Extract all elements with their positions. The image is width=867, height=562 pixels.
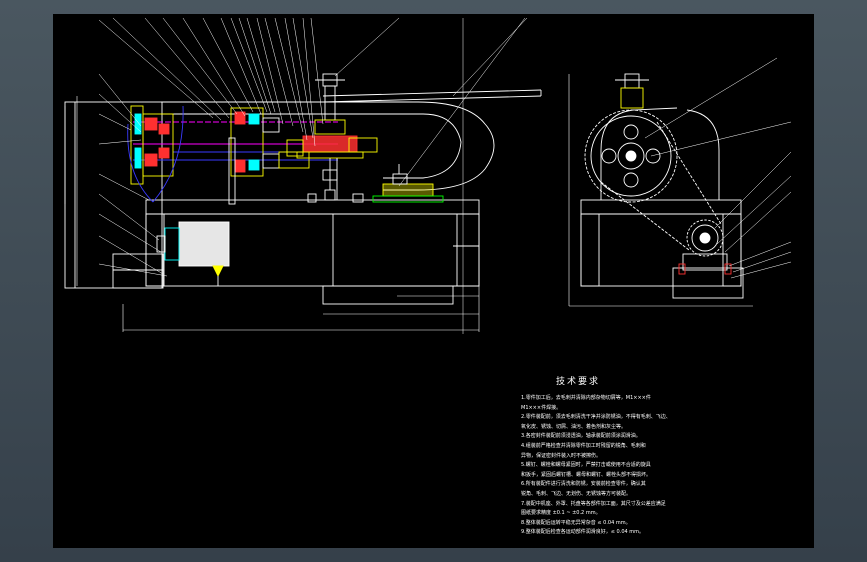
chain-lower: [600, 181, 690, 251]
chain-upper: [656, 121, 722, 225]
requirement-line: 9.整体装配后检查各运动部件润滑良好，≤ 0.04 mm。: [521, 529, 645, 536]
requirement-line: 氧化皮、锈蚀、切屑、油污、着色剂和灰尘等。: [521, 423, 627, 430]
requirement-line: 2.零件装配前，须去毛刺清洗干净并涂防锈油，不得有毛刺、飞边、: [521, 414, 671, 421]
requirement-line: 4.组装前严格检查并清除零件加工时残留的锐角、毛刺和: [521, 442, 646, 449]
requirement-line: 5.螺钉、螺栓和螺母紧固时，严禁打击或使用不合适的旋具: [521, 462, 651, 469]
left-flange: [127, 105, 184, 203]
side-view: [568, 57, 792, 307]
requirement-line: M1×××件焊接。: [521, 404, 562, 411]
cad-drawing: [64, 17, 792, 334]
main-assembly-view: [64, 17, 542, 334]
tech-requirements-list: 1.零件加工后，去毛刺并清除内部杂物切屑等，M1×××件 M1×××件焊接。 2…: [521, 376, 706, 538]
requirement-line: 8.整体装配后运转平稳无异常杂音 ≤ 0.04 mm。: [521, 519, 631, 526]
tech-requirements-title: 技术要求: [555, 377, 600, 387]
large-gear: [584, 109, 678, 203]
requirement-line: 锐角、毛刺、飞边、无划伤、无锈蚀等方可装配。: [521, 490, 632, 497]
c-frame-arm: [161, 101, 495, 191]
vertical-spindle: [286, 73, 378, 203]
small-sprocket: [686, 219, 724, 257]
requirement-line: 3.各密封件装配前须浸透油，轴承装配前须涂润滑油。: [521, 433, 641, 440]
requirement-line: 7.装配中机座、外罩、托盘等各部件加工面，其尺寸及公差应满足: [521, 500, 666, 507]
motor: [156, 221, 230, 286]
turntable: [372, 164, 444, 203]
drawing-sheet: 技术要求 1.零件加工后，去毛刺并清除内部杂物切屑等，M1×××件 M1×××件…: [53, 14, 814, 548]
requirement-line: 和扳手，紧固后螺钉槽、螺母和螺钉、螺栓头部不得损坏。: [521, 471, 652, 478]
bearing-housing: [228, 107, 310, 205]
requirement-line: 6.所有装配件进行清洗和防锈，安装前检查零件，确认其: [521, 481, 646, 488]
requirement-line: 1.零件加工后，去毛刺并清除内部杂物切屑等，M1×××件: [521, 395, 651, 401]
requirement-line: 异物，保证密封件装入时不被擦伤。: [521, 452, 602, 459]
requirement-line: 图纸要求精度 ±0.1 ~ ±0.2 mm。: [521, 510, 601, 517]
